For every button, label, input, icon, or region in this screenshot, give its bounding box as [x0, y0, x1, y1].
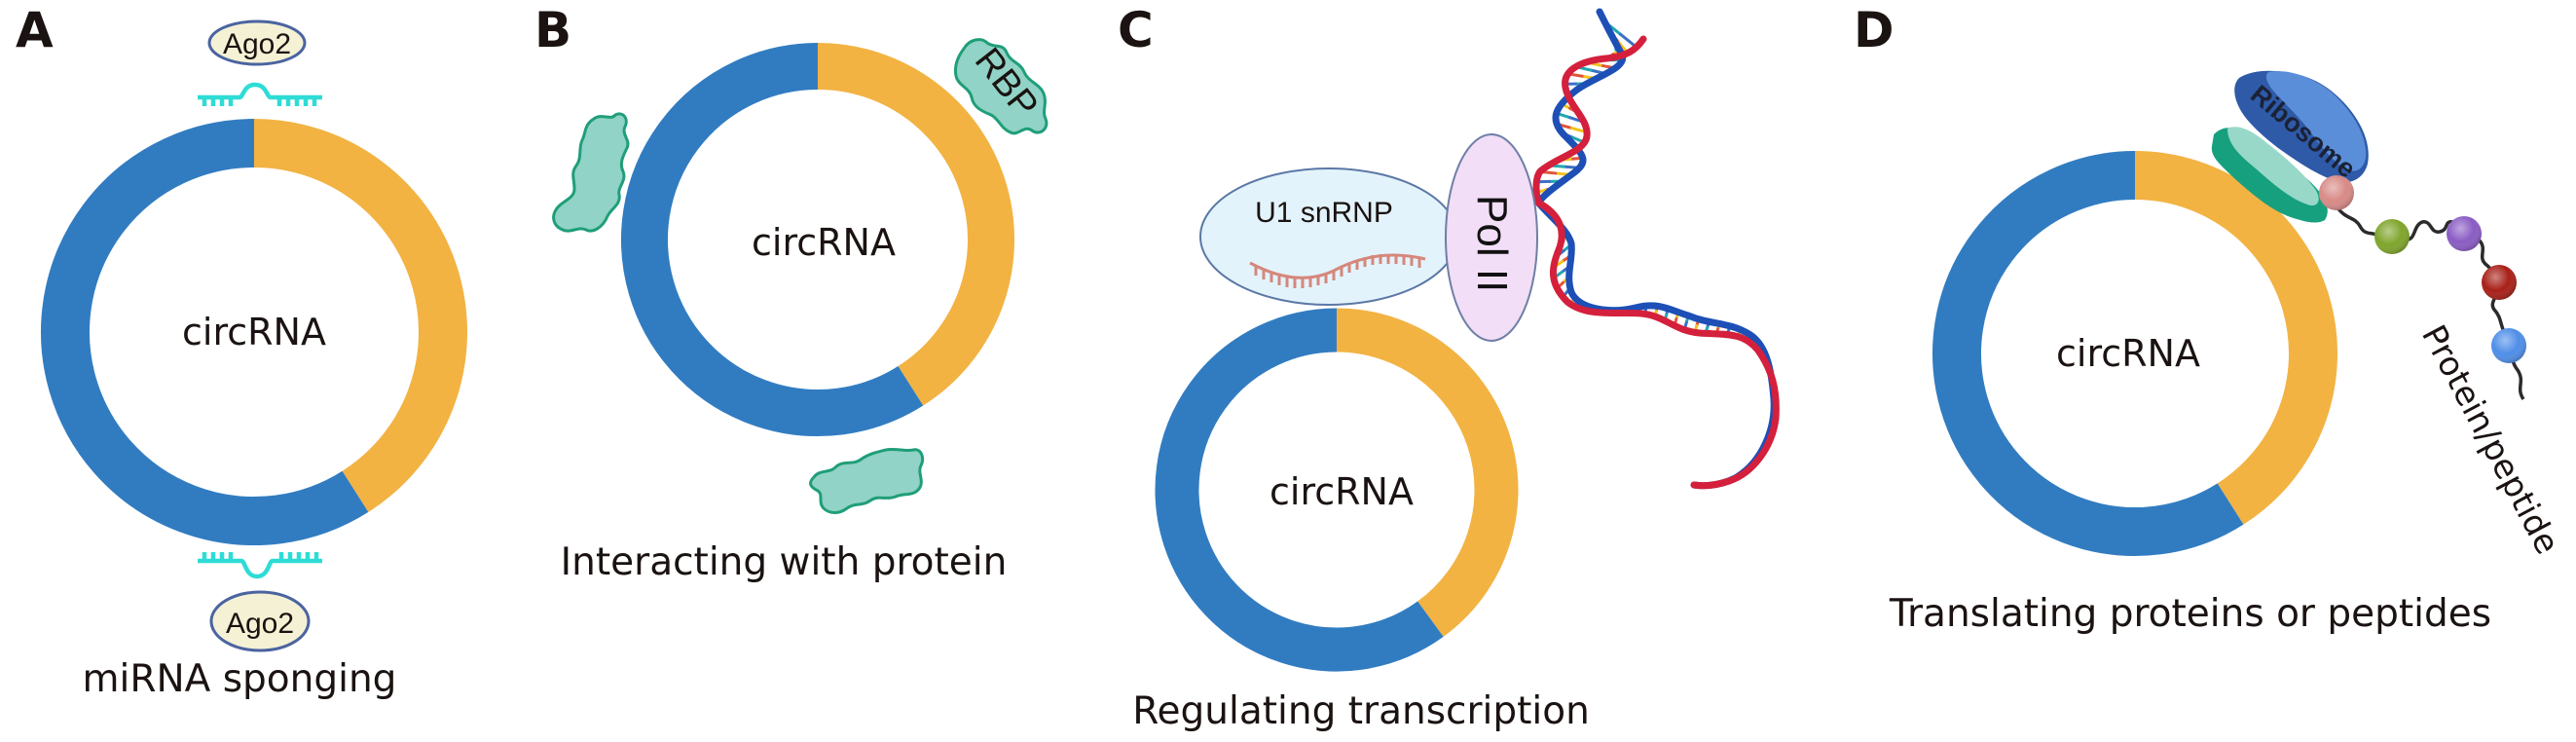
circrna-ring-d [1932, 151, 2337, 556]
panel-d: D circRNA Ribosome Protein/peptide Trans… [1854, 2, 2566, 636]
mirna-top-icon [198, 82, 322, 106]
amino-acid-bead-shading [2482, 265, 2517, 300]
ago2-bottom: Ago2 [209, 590, 311, 652]
panel-a: A Ago2 circRNA Ago2 miRNA sponging [16, 2, 467, 701]
amino-acid-bead-shading [2447, 216, 2482, 251]
ring-segment-yellow [1336, 308, 1519, 637]
panel-letter-b: B [534, 2, 571, 58]
dna-strand-red [1532, 35, 1780, 490]
amino-acid-bead-shading [2491, 328, 2526, 363]
caption-b: Interacting with protein [561, 540, 1008, 584]
ribosome-icon: Ribosome [2234, 70, 2369, 184]
u1-snrnp: U1 snRNP [1199, 167, 1458, 306]
dna-helix-icon [1532, 8, 1780, 490]
peptide-chain-icon [2335, 204, 2525, 400]
pol-ii-shape [1445, 133, 1538, 342]
ago2-top: Ago2 [207, 19, 307, 66]
ago2-bottom-label: Ago2 [226, 608, 294, 640]
ring-segment-blue [41, 119, 369, 545]
circrna-label-b: circRNA [752, 221, 896, 264]
panel-c: C U1 snRNP Pol II circRNA Regulating tra… [1118, 2, 1780, 733]
circrna-label-c: circRNA [1270, 470, 1414, 513]
protein-peptide-label: Protein/peptide [2413, 318, 2566, 560]
panel-b: B circRNA RBP Interacting with protein [534, 2, 1049, 584]
panel-letter-a: A [16, 2, 54, 58]
peptide-beads [2319, 175, 2526, 363]
circrna-label-a: circRNA [182, 311, 326, 353]
circrna-ring-b [621, 43, 1014, 436]
caption-c: Regulating transcription [1132, 689, 1590, 733]
ring-segment-blue [1155, 308, 1444, 672]
panel-letter-c: C [1118, 2, 1154, 58]
panel-letter-d: D [1854, 2, 1895, 58]
caption-d: Translating proteins or peptides [1889, 592, 2491, 636]
ring-segment-yellow [253, 119, 467, 512]
circrna-ring-a [41, 119, 467, 545]
ago2-top-shape [207, 19, 307, 66]
pol-ii-label: Pol II [1468, 195, 1516, 292]
circrna-label-d: circRNA [2056, 332, 2200, 375]
protein-blob-left [552, 112, 630, 233]
pol-ii: Pol II [1445, 133, 1538, 342]
ring-segment-yellow [2134, 151, 2337, 525]
protein-blob-bottom [809, 447, 925, 514]
caption-a: miRNA sponging [83, 657, 397, 701]
mirna-bottom-icon [198, 552, 322, 579]
ribosome-small-subunit-icon [2211, 127, 2328, 223]
amino-acid-bead-shading [2374, 219, 2410, 254]
ago2-bottom-shape [209, 590, 311, 652]
rbp-blob [954, 38, 1049, 135]
ring-segment-blue [1932, 151, 2244, 556]
ring-segment-blue [621, 43, 924, 436]
ring-segment-yellow [817, 43, 1014, 406]
ago2-top-label: Ago2 [223, 28, 291, 60]
circrna-ring-c [1155, 308, 1519, 672]
u1-snrnp-label: U1 snRNP [1255, 197, 1393, 229]
u1-rna-strand-icon [1249, 253, 1426, 288]
u1-snrnp-shape [1199, 167, 1458, 306]
amino-acid-bead-shading [2319, 175, 2354, 210]
